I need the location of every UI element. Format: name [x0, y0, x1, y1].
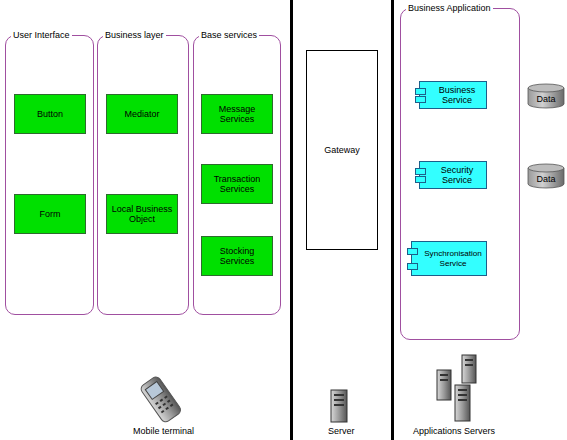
box-label: Business Service [428, 85, 486, 105]
component-port [415, 88, 426, 95]
box-label: Message Services [202, 104, 272, 124]
box-label: Synchronisation Service [420, 249, 486, 269]
box-label: Data [533, 168, 558, 184]
box-label: Stocking Services [202, 246, 272, 266]
gateway-box: Gateway [306, 50, 378, 250]
panel-title: Business Application [406, 3, 493, 14]
server-icon [331, 390, 347, 422]
database-cylinder: Data [527, 163, 565, 189]
component-box: Message Services [201, 94, 273, 134]
component-port [415, 168, 426, 175]
component-box: Stocking Services [201, 236, 273, 276]
mobile-phone-icon [139, 375, 182, 424]
separator-line [290, 0, 293, 440]
box-label: Button [34, 109, 66, 119]
layer-panel: User InterfaceButtonForm [5, 35, 94, 315]
component-box: Local Business Object [106, 194, 178, 234]
component-box: Button [14, 94, 86, 134]
component-box: Form [14, 194, 86, 234]
component-port [407, 248, 418, 255]
panel-title: Base services [199, 30, 259, 41]
component-port [407, 263, 418, 270]
database-cylinder: Data [527, 83, 565, 109]
box-label: Data [533, 88, 558, 104]
servers-icon [437, 355, 476, 421]
box-label: Form [37, 209, 64, 219]
box-label: Gateway [321, 145, 363, 155]
panel-title: User Interface [11, 30, 72, 41]
layer-panel: Business ApplicationBusiness ServiceSecu… [400, 8, 520, 340]
box-label: Security Service [428, 165, 486, 185]
box-label: Local Business Object [107, 204, 177, 224]
caption-label: Mobile terminal [133, 426, 194, 437]
uml-component: Synchronisation Service [411, 241, 487, 276]
box-label: Transaction Services [202, 174, 272, 194]
separator-line [391, 0, 394, 440]
uml-component: Business Service [419, 81, 487, 109]
component-port [415, 176, 426, 183]
caption-label: Server [328, 426, 355, 437]
layer-panel: Base servicesMessage ServicesTransaction… [193, 35, 281, 315]
uml-component: Security Service [419, 161, 487, 189]
box-label: Mediator [121, 109, 162, 119]
component-box: Transaction Services [201, 164, 273, 204]
component-box: Mediator [106, 94, 178, 134]
panel-title: Business layer [103, 30, 166, 41]
caption-label: Applications Servers [413, 426, 495, 437]
layer-panel: Business layerMediatorLocal Business Obj… [97, 35, 189, 315]
component-port [415, 96, 426, 103]
